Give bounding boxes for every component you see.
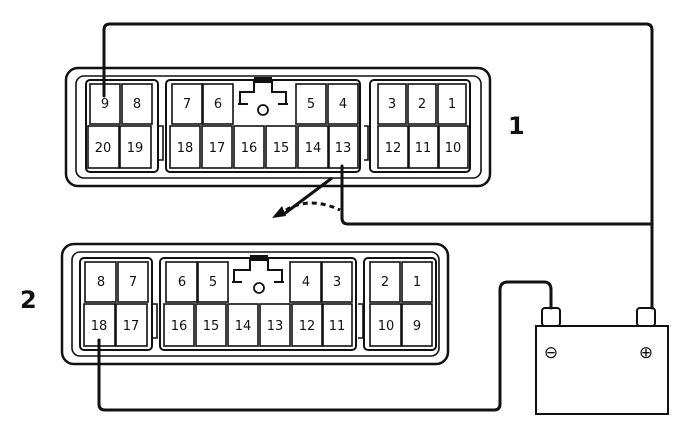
c2-pin-18: 18 bbox=[91, 319, 108, 334]
c2-pin-2: 2 bbox=[381, 275, 389, 290]
c1-pin-3: 3 bbox=[388, 97, 396, 112]
battery-positive-terminal: ⊕ bbox=[639, 343, 653, 363]
c1-pin-19: 19 bbox=[127, 141, 144, 156]
connector-1-top-pins: 9 8 7 6 5 4 3 2 1 bbox=[101, 97, 456, 112]
c2-pin-4: 4 bbox=[302, 275, 310, 290]
c2-pin-15: 15 bbox=[203, 319, 220, 334]
c1-pin-10: 10 bbox=[445, 141, 462, 156]
connector-1-bottom-pins: 20 19 18 17 16 15 14 13 12 11 10 bbox=[95, 141, 462, 156]
connector-2-bottom-pins: 18 17 16 15 14 13 12 11 10 9 bbox=[91, 319, 421, 334]
c1-pin-16: 16 bbox=[241, 141, 258, 156]
c1-pin-9: 9 bbox=[101, 97, 109, 112]
c2-pin-8: 8 bbox=[97, 275, 105, 290]
c1-pin-20: 20 bbox=[95, 141, 112, 156]
c1-pin-12: 12 bbox=[385, 141, 402, 156]
c2-pin-12: 12 bbox=[299, 319, 316, 334]
c1-pin-11: 11 bbox=[415, 141, 432, 156]
c2-pin-9: 9 bbox=[413, 319, 421, 334]
connector-2-top-pins: 8 7 6 5 4 3 2 1 bbox=[97, 275, 421, 290]
c1-pin-2: 2 bbox=[418, 97, 426, 112]
c2-pin-13: 13 bbox=[267, 319, 284, 334]
c1-pin-8: 8 bbox=[133, 97, 141, 112]
c1-pin-13: 13 bbox=[335, 141, 352, 156]
wire-c2-pin18-to-battery-negative bbox=[97, 280, 553, 412]
c1-pin-6: 6 bbox=[214, 97, 222, 112]
c2-pin-16: 16 bbox=[171, 319, 188, 334]
c1-pin-7: 7 bbox=[183, 97, 191, 112]
c1-pin-18: 18 bbox=[177, 141, 194, 156]
test-probe bbox=[272, 176, 341, 218]
c2-pin-10: 10 bbox=[378, 319, 395, 334]
c2-pin-7: 7 bbox=[129, 275, 137, 290]
c1-pin-17: 17 bbox=[209, 141, 226, 156]
wire-c1-pin9-to-battery-positive bbox=[102, 22, 654, 310]
battery-negative-terminal: ⊖ bbox=[544, 343, 558, 363]
connector-2 bbox=[60, 242, 450, 366]
c2-pin-6: 6 bbox=[178, 275, 186, 290]
c2-pin-3: 3 bbox=[333, 275, 341, 290]
c1-pin-15: 15 bbox=[273, 141, 290, 156]
c2-pin-11: 11 bbox=[329, 319, 346, 334]
c1-pin-4: 4 bbox=[339, 97, 347, 112]
wire-c1-pin13-jumper bbox=[340, 164, 654, 226]
c1-pin-14: 14 bbox=[305, 141, 322, 156]
c2-pin-17: 17 bbox=[123, 319, 140, 334]
battery: ⊖ ⊕ bbox=[535, 307, 669, 415]
c2-pin-1: 1 bbox=[413, 275, 421, 290]
c1-pin-1: 1 bbox=[448, 97, 456, 112]
connector-1 bbox=[64, 66, 492, 188]
connector-1-label: 1 bbox=[508, 112, 525, 140]
connector-2-label: 2 bbox=[20, 286, 37, 314]
wires bbox=[97, 22, 654, 412]
c2-pin-14: 14 bbox=[235, 319, 252, 334]
c2-pin-5: 5 bbox=[209, 275, 217, 290]
c1-pin-5: 5 bbox=[307, 97, 315, 112]
